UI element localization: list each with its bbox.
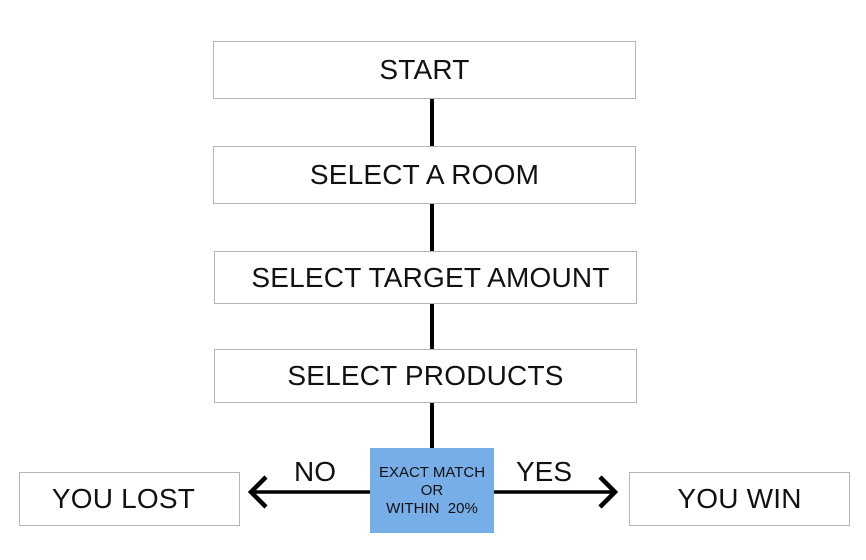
decision-line-3: WITHIN 20% [384, 499, 480, 518]
arrow-no-head [247, 475, 268, 509]
decision-box: EXACT MATCH OR WITHIN 20% [370, 448, 494, 533]
step-start-box: START [213, 41, 636, 99]
step-select-room-label: SELECT A ROOM [309, 159, 540, 190]
step-start-label: START [379, 54, 470, 85]
step-select-products-box: SELECT PRODUCTS [214, 349, 637, 403]
step-select-products-label: SELECT PRODUCTS [287, 360, 564, 391]
decision-line-2: OR [418, 481, 446, 500]
step-select-target-amount-box: SELECT TARGET AMOUNT [214, 251, 637, 304]
arrow-yes-head [598, 475, 619, 509]
step-select-target-amount-label: SELECT TARGET AMOUNT [251, 261, 610, 293]
branch-yes-label: YES [516, 456, 573, 487]
outcome-you-lost-box: YOU LOST [19, 472, 240, 526]
branch-no-label: NO [294, 456, 336, 487]
decision-line-1: EXACT MATCH [376, 463, 488, 482]
outcome-you-win-box: YOU WIN [629, 472, 850, 526]
outcome-you-lost-label: YOU LOST [51, 483, 196, 514]
step-select-room-box: SELECT A ROOM [213, 146, 636, 204]
outcome-you-win-label: YOU WIN [677, 483, 802, 514]
